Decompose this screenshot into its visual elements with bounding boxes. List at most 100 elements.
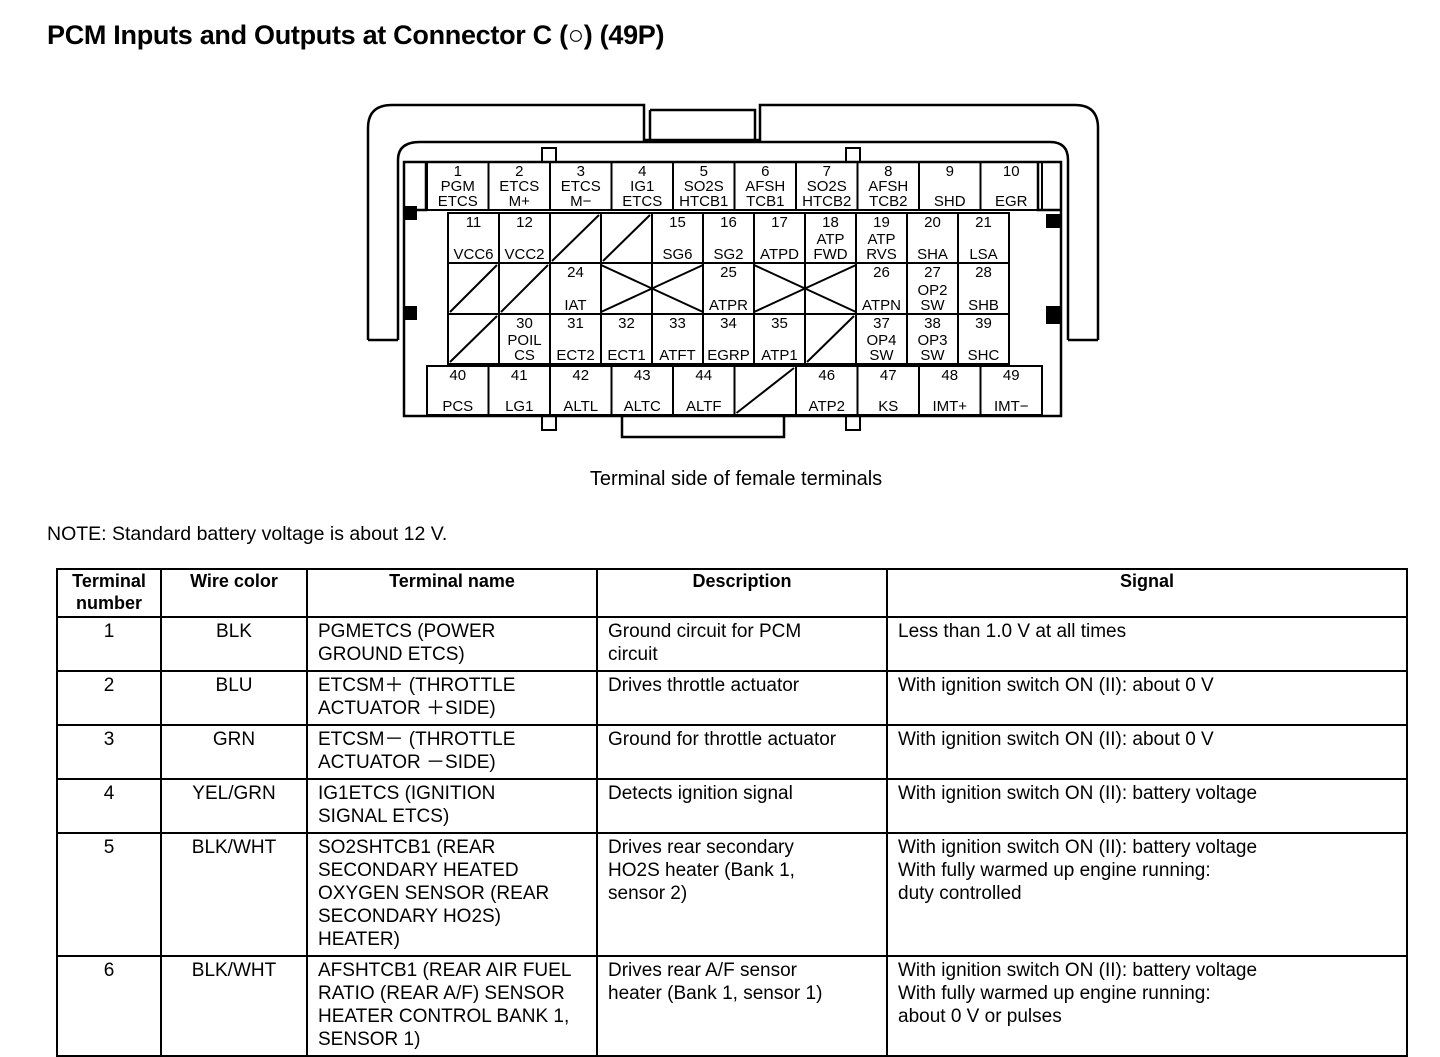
terminal-number: 7 <box>823 163 831 180</box>
terminal-10 <box>979 161 1043 211</box>
terminal-label: IMT− <box>994 398 1029 415</box>
terminal-number: 11 <box>466 214 482 231</box>
terminal-label: IG1 <box>630 178 654 195</box>
terminal-label: ALTL <box>563 398 598 415</box>
wire-color-cell: BLU <box>160 670 308 726</box>
blank-terminal <box>753 262 806 315</box>
terminal-number: 12 <box>516 214 533 231</box>
terminal-label: ETCS <box>499 178 539 195</box>
terminal-number: 5 <box>700 163 708 180</box>
terminal-label: ATFT <box>659 347 695 364</box>
terminal-label: ALTC <box>624 398 661 415</box>
terminal-number: 44 <box>695 367 712 384</box>
terminal-label: ETCS <box>622 193 662 210</box>
blank-diagonal <box>551 214 600 262</box>
blank-diagonal <box>449 315 498 363</box>
terminal-number: 9 <box>946 163 954 180</box>
terminal-number: 15 <box>669 214 686 231</box>
blank-diagonal <box>500 264 549 313</box>
terminal-label: AFSH <box>868 178 908 195</box>
terminal-label: AFSH <box>745 178 785 195</box>
terminal-label: TCB1 <box>746 193 784 210</box>
terminal-number-cell: 6 <box>56 955 162 1057</box>
terminal-number: 48 <box>941 367 958 384</box>
terminal-label: IMT+ <box>932 398 967 415</box>
description-cell: Drives throttle actuator <box>596 670 888 726</box>
terminal-number: 2 <box>515 163 523 180</box>
wire-color-cell: BLK/WHT <box>160 832 308 957</box>
terminal-label: LSA <box>969 246 997 263</box>
terminal-label: SG6 <box>662 246 692 263</box>
terminal-number: 39 <box>975 315 992 332</box>
terminal-number: 37 <box>873 315 890 332</box>
signal-cell: With ignition switch ON (II): battery vo… <box>886 778 1408 834</box>
terminal-label: SW <box>920 347 945 364</box>
terminal-label: M+ <box>509 193 530 210</box>
terminal-label: OP4 <box>866 332 896 349</box>
terminal-label: SG2 <box>713 246 743 263</box>
blank-diagonal <box>449 264 498 313</box>
terminal-28 <box>957 262 1010 315</box>
terminal-label: VCC2 <box>504 246 544 263</box>
blank-diagonal <box>753 264 857 313</box>
terminal-number: 25 <box>720 264 737 281</box>
wire-color-cell: BLK <box>160 616 308 672</box>
blank-terminal <box>651 262 704 315</box>
terminal-label: IAT <box>564 297 586 314</box>
signal-cell: With ignition switch ON (II): battery vo… <box>886 832 1408 957</box>
terminal-label: ALTF <box>686 398 722 415</box>
terminal-label: EGRP <box>707 347 750 364</box>
signal-cell: Less than 1.0 V at all times <box>886 616 1408 672</box>
page-title: PCM Inputs and Outputs at Connector C (○… <box>47 20 665 50</box>
connector-diagram: 1PGMETCS2ETCSM+3ETCSM−4IG1ETCS5SO2SHTCB1… <box>366 103 1100 439</box>
description-cell: Ground for throttle actuator <box>596 724 888 780</box>
terminal-label: CS <box>514 347 535 364</box>
terminal-label: SW <box>869 347 894 364</box>
terminal-number: 27 <box>924 264 941 281</box>
terminal-number: 18 <box>822 214 839 231</box>
terminal-number: 20 <box>924 214 941 231</box>
terminal-label: ATP <box>816 231 844 248</box>
header-description: Description <box>596 568 888 618</box>
header-signal: Signal <box>886 568 1408 618</box>
blank-diagonal <box>735 367 795 414</box>
note-text: NOTE: Standard battery voltage is about … <box>47 523 448 545</box>
terminal-number: 47 <box>880 367 897 384</box>
terminal-number: 34 <box>720 315 737 332</box>
terminal-label: PCS <box>442 398 473 415</box>
terminal-label: SO2S <box>807 178 847 195</box>
terminal-label: M− <box>570 193 591 210</box>
blank-diagonal <box>602 214 651 262</box>
blank-terminal <box>600 262 653 315</box>
wire-color-cell: GRN <box>160 724 308 780</box>
terminal-number: 1 <box>454 163 462 180</box>
blank-diagonal <box>600 264 704 313</box>
terminal-label: ATPR <box>709 297 748 314</box>
terminal-label: SHC <box>968 347 1000 364</box>
terminal-label: ECT1 <box>607 347 645 364</box>
terminal-49 <box>979 365 1043 416</box>
terminal-label: SHD <box>934 193 966 210</box>
wire-color-cell: BLK/WHT <box>160 955 308 1057</box>
terminal-label: RVS <box>866 246 897 263</box>
terminal-number: 10 <box>1003 163 1020 180</box>
terminal-number: 6 <box>761 163 769 180</box>
terminal-number: 38 <box>924 315 941 332</box>
signal-cell: With ignition switch ON (II): about 0 V <box>886 724 1408 780</box>
terminal-number: 49 <box>1003 367 1020 384</box>
signal-cell: With ignition switch ON (II): about 0 V <box>886 670 1408 726</box>
header-wire-color: Wire color <box>160 568 308 618</box>
terminal-label: VCC6 <box>453 246 493 263</box>
terminal-number-cell: 2 <box>56 670 162 726</box>
signal-cell: With ignition switch ON (II): battery vo… <box>886 955 1408 1057</box>
